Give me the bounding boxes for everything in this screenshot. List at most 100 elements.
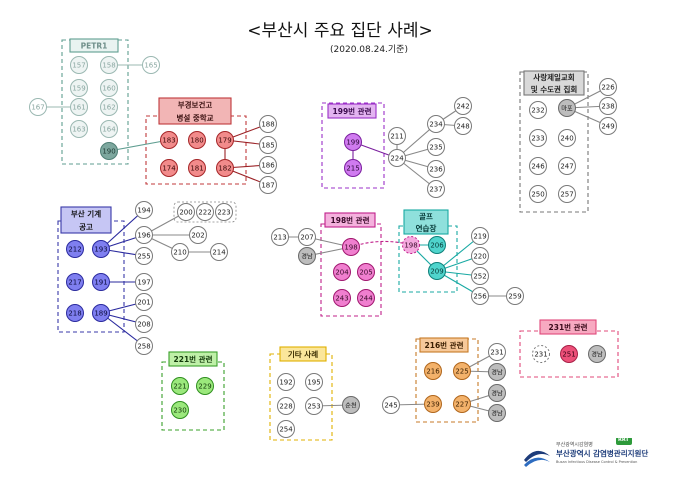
- case-node-183: 183: [160, 131, 178, 149]
- case-label: 199: [346, 139, 359, 147]
- case-circle: [100, 56, 118, 74]
- case-label: 259: [508, 293, 521, 301]
- case-node-163: 163: [70, 120, 88, 138]
- case-label: 197: [137, 279, 150, 287]
- case-node-188: 188: [259, 115, 277, 133]
- case-node-236: 236: [427, 160, 445, 178]
- page-subtitle: (2020.08.24.기준): [330, 45, 408, 55]
- group-label-g231: 231번 관련: [549, 322, 588, 332]
- case-label: 196: [137, 232, 151, 240]
- case-label: 200: [179, 209, 192, 217]
- case-label: 179: [218, 137, 231, 145]
- case-circle: [532, 345, 550, 363]
- case-node-255: 255: [135, 247, 153, 265]
- case-label: 256: [473, 293, 487, 301]
- case-label: 222: [198, 209, 211, 217]
- case-circle: [160, 131, 178, 149]
- case-label: 207: [300, 234, 313, 242]
- case-node-198b: 198: [402, 236, 420, 254]
- case-label: 225: [455, 368, 468, 376]
- case-label: 164: [102, 126, 116, 134]
- case-label: 214: [212, 249, 226, 257]
- case-circle: [454, 97, 472, 115]
- case-node-228: 228: [277, 397, 295, 415]
- case-label: 201: [137, 299, 150, 307]
- case-node-242: 242: [454, 97, 472, 115]
- case-circle: [402, 236, 420, 254]
- case-circle: [453, 362, 471, 380]
- group-label-sarang: 사랑제일교회: [533, 72, 574, 82]
- logo-english: Busan Infectious Disease Control & Preve…: [556, 460, 638, 464]
- case-circle: [70, 120, 88, 138]
- case-node-239: 239: [424, 395, 442, 413]
- case-circle: [506, 287, 524, 305]
- group-label-g199: 199번 관련: [333, 106, 372, 116]
- case-label: 257: [560, 191, 573, 199]
- case-label: 229: [198, 383, 211, 391]
- case-node-243: 243: [333, 289, 351, 307]
- case-circle: [66, 240, 84, 258]
- case-label: 242: [456, 103, 469, 111]
- case-circle: [488, 343, 506, 361]
- case-label: 경남: [491, 369, 503, 377]
- case-node-234: 234: [427, 115, 445, 133]
- case-label: 191: [94, 279, 107, 287]
- case-circle: [424, 395, 442, 413]
- case-node-194: 194: [135, 201, 153, 219]
- case-circle: [471, 227, 489, 245]
- case-label: 209: [430, 268, 443, 276]
- case-label: 233: [531, 135, 544, 143]
- case-circle: [160, 159, 178, 177]
- case-node-179: 179: [216, 131, 234, 149]
- group-frame-g199: [321, 102, 385, 189]
- case-label: 163: [72, 126, 85, 134]
- case-circle: [66, 304, 84, 322]
- case-label: 157: [72, 62, 85, 70]
- group-frame-sarang: [519, 71, 589, 213]
- group-label-bujeong: 부경보건고: [178, 100, 213, 110]
- case-circle: [92, 304, 110, 322]
- case-label: 186: [261, 162, 275, 170]
- case-label: 218: [68, 310, 81, 318]
- case-label: 경남: [591, 351, 603, 359]
- case-label: 221: [173, 383, 186, 391]
- case-label: 243: [335, 295, 348, 303]
- case-circle: [488, 363, 506, 381]
- case-label: 248: [456, 123, 469, 131]
- case-circle: [599, 117, 617, 135]
- case-circle: [588, 345, 606, 363]
- case-node-238: 238: [599, 97, 617, 115]
- case-circle: [424, 362, 442, 380]
- case-node-206: 206: [428, 236, 446, 254]
- case-label: 192: [279, 379, 292, 387]
- case-label: 160: [102, 85, 115, 93]
- case-node-252: 252: [471, 267, 489, 285]
- case-circle: [388, 127, 406, 145]
- case-circle: [135, 293, 153, 311]
- case-circle: [599, 78, 617, 96]
- group-label-etc: 기타 사례: [288, 349, 318, 359]
- case-circle: [471, 267, 489, 285]
- case-node-213: 213: [271, 228, 289, 246]
- case-label: 216: [426, 368, 440, 376]
- case-label: 231: [490, 349, 503, 357]
- case-node-200: 200: [177, 203, 195, 221]
- case-circle: [453, 395, 471, 413]
- case-circle: [135, 315, 153, 333]
- case-node-207: 207: [298, 228, 316, 246]
- case-node-233: 233: [529, 129, 547, 147]
- case-label: 198: [344, 244, 357, 252]
- case-label: 250: [531, 191, 544, 199]
- case-node-246: 246: [529, 157, 547, 175]
- case-label: 190: [102, 148, 115, 156]
- case-circle: [558, 185, 576, 203]
- group-label-busanship: 공고: [79, 223, 93, 232]
- case-label: 159: [72, 85, 85, 93]
- case-label: 195: [307, 379, 320, 387]
- case-label: 237: [429, 186, 442, 194]
- group-label-g221: 221번 관련: [174, 354, 213, 364]
- case-label: 251: [562, 351, 575, 359]
- edge-193-194: [100, 209, 145, 250]
- case-circle: [277, 397, 295, 415]
